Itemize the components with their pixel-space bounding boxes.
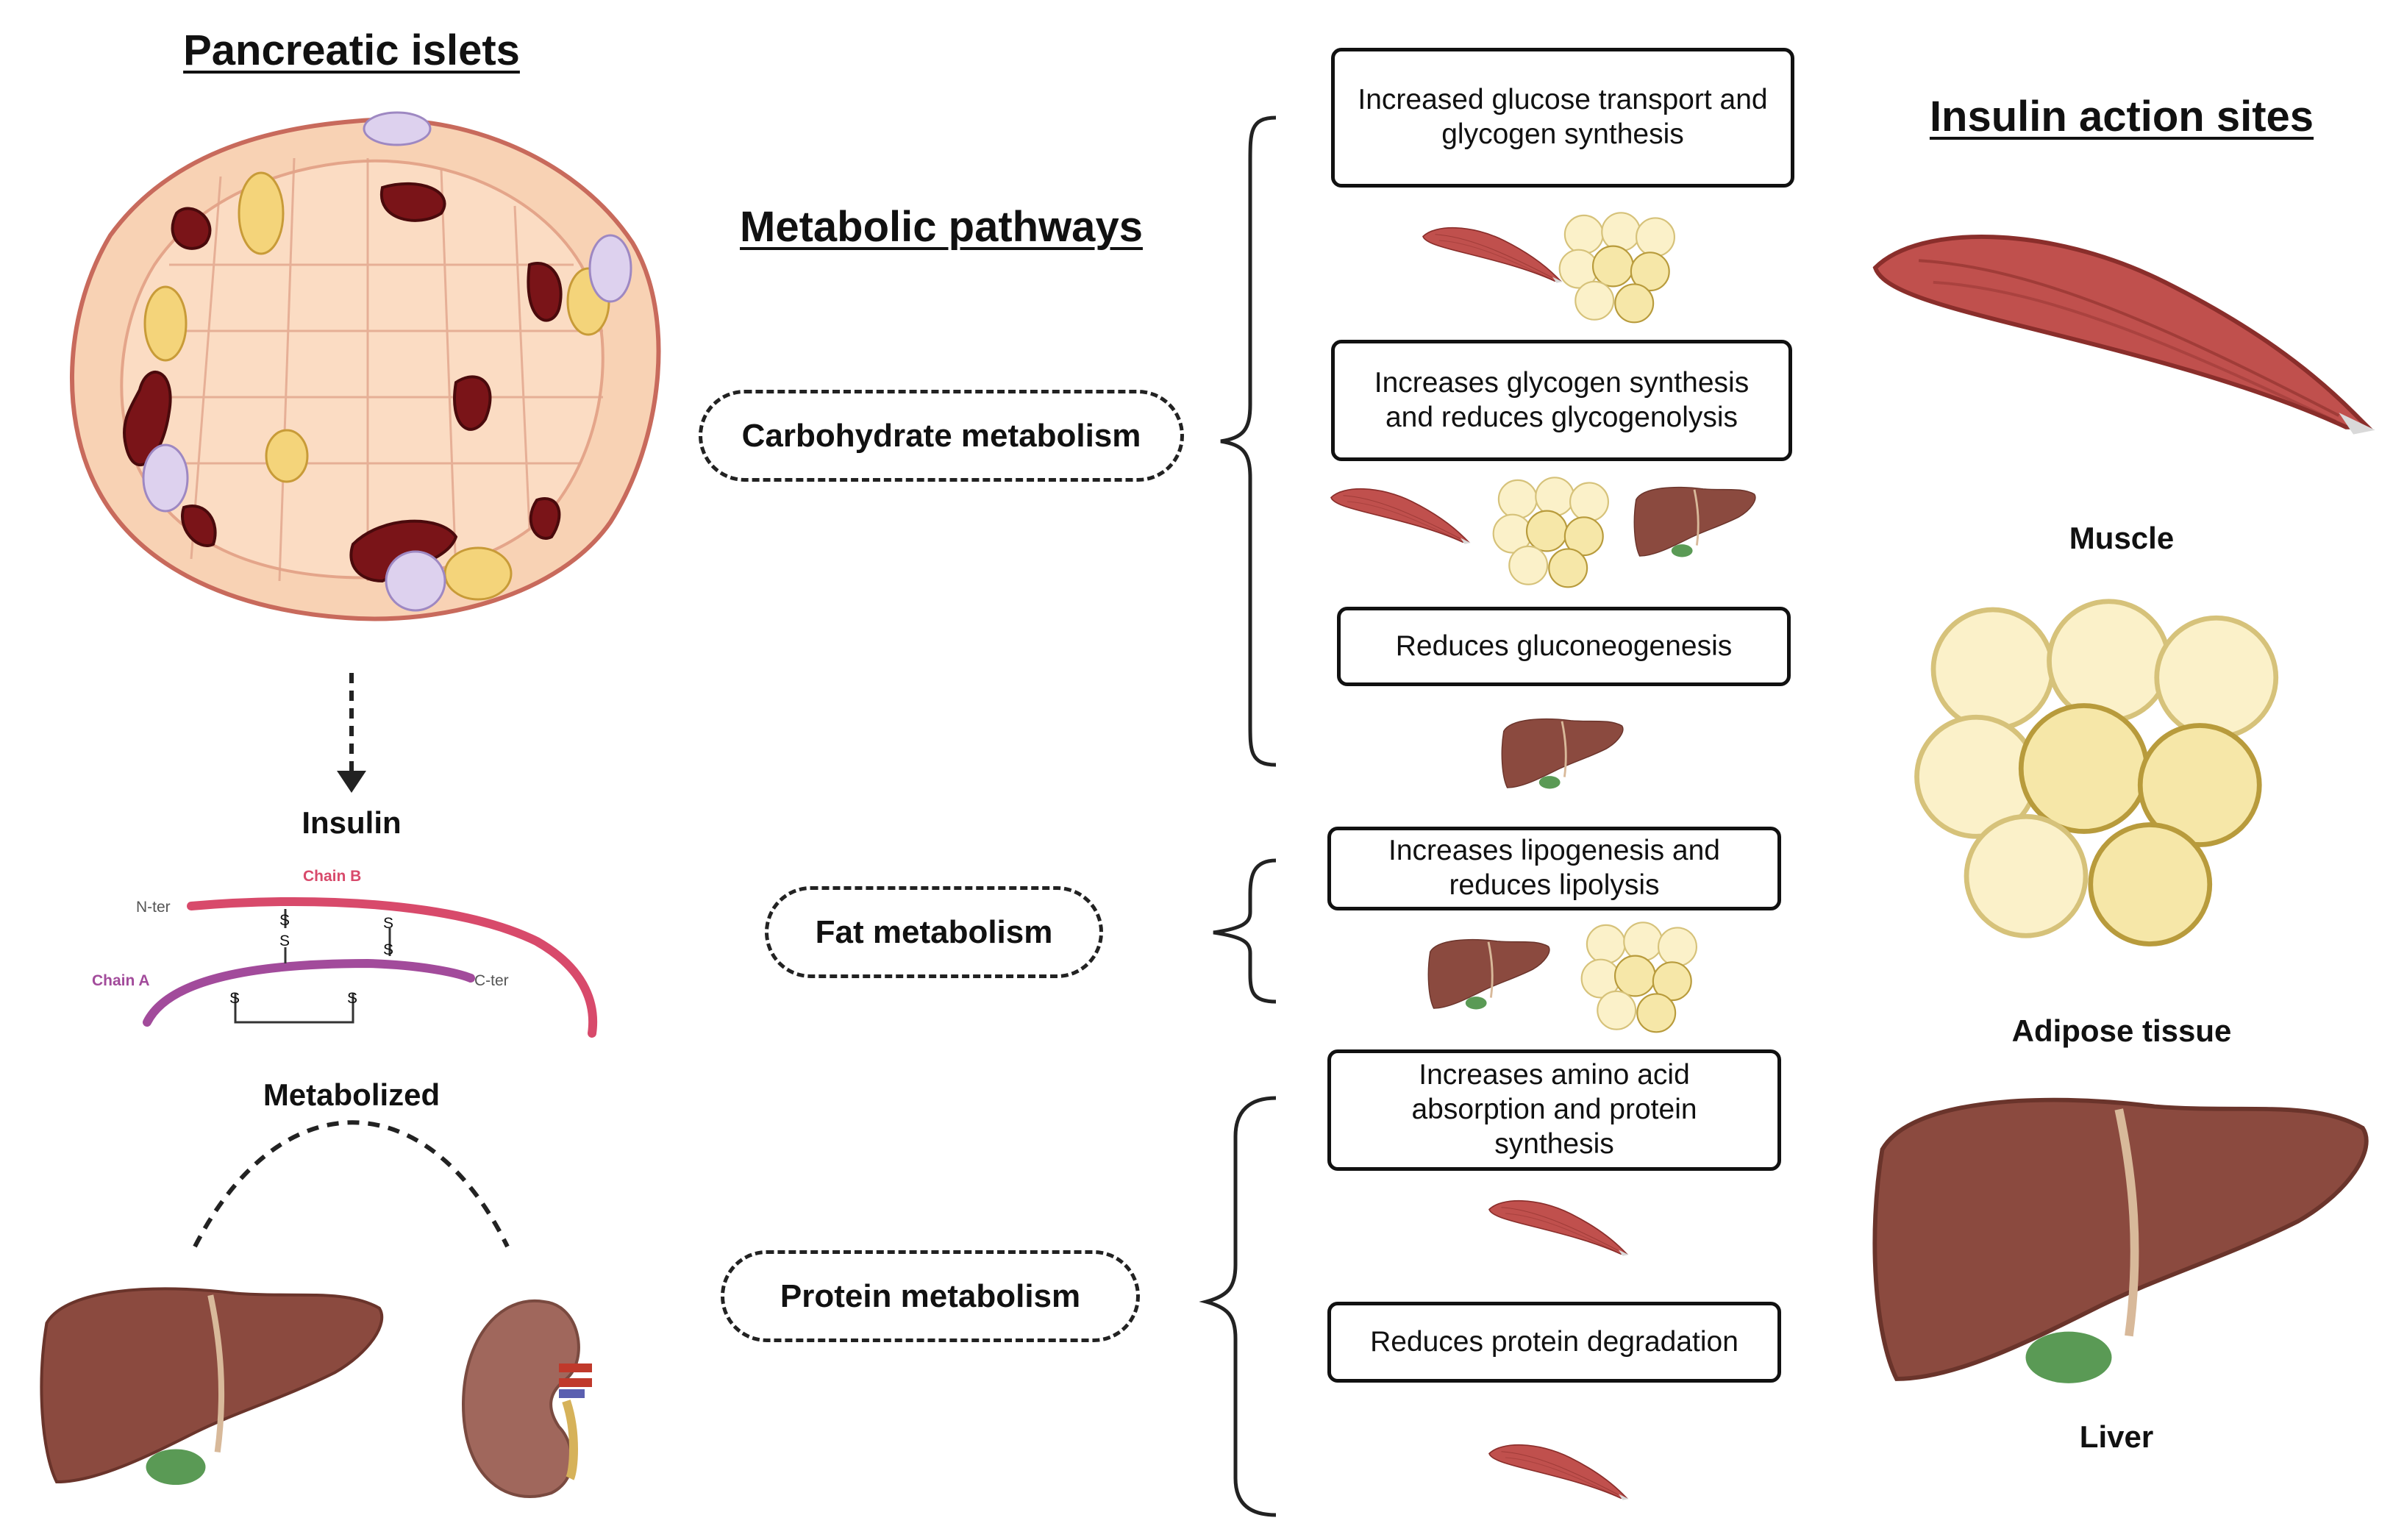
pathway-fat-metabolism: Fat metabolism: [765, 886, 1103, 978]
metabolized-label: Metabolized: [263, 1077, 441, 1112]
adipose-icon: [1580, 921, 1697, 1033]
pathway-carbohydrate-metabolism: Carbohydrate metabolism: [699, 390, 1184, 482]
c-ter-label: C-ter: [474, 972, 509, 989]
muscle-icon: [1422, 227, 1563, 284]
effect-box: Increases lipogenesis and reduces lipoly…: [1327, 827, 1781, 910]
insulin-action-sites-title: Insulin action sites: [1929, 93, 2314, 140]
site-label-muscle: Muscle: [2069, 521, 2175, 555]
effect-box: Increased glucose transport and glycogen…: [1331, 48, 1794, 188]
muscle-icon: [1488, 1444, 1630, 1501]
liver-icon: [1500, 718, 1625, 790]
pathway-protein-metabolism: Protein metabolism: [721, 1250, 1140, 1342]
kidney-illustration: [461, 1299, 592, 1498]
adipose-icon: [1492, 477, 1609, 588]
brace-fat: [1213, 858, 1277, 1004]
secretion-arrow: [337, 673, 366, 793]
metabolized-arc: [193, 1120, 510, 1248]
liver-icon: [1427, 938, 1551, 1010]
effect-box: Reduces gluconeogenesis: [1337, 607, 1791, 686]
disulfide-s-label: S: [347, 990, 358, 1007]
effect-box: Reduces protein degradation: [1327, 1302, 1781, 1383]
site-label-adipose-tissue: Adipose tissue: [2011, 1013, 2232, 1048]
site-label-liver: Liver: [2079, 1419, 2154, 1454]
n-ter-label: N-ter: [136, 899, 171, 916]
pancreatic-islet-illustration: [70, 111, 661, 621]
disulfide-s-label: S: [279, 912, 290, 929]
chain-a-label: Chain A: [92, 972, 150, 989]
muscle-illustration: [1875, 237, 2375, 435]
disulfide-s-label: S: [383, 915, 394, 932]
insulin-label: Insulin: [302, 805, 402, 840]
chain-b-label: Chain B: [303, 868, 362, 885]
disulfide-s-label: S: [279, 933, 290, 949]
effect-box: Increases amino acid absorption and prot…: [1327, 1049, 1781, 1171]
muscle-icon: [1330, 488, 1472, 545]
brace-group: [1199, 115, 1277, 1517]
muscle-icon: [1488, 1199, 1630, 1257]
brace-carbohydrate: [1220, 115, 1277, 767]
liver-illustration-left: [41, 1288, 382, 1485]
disulfide-s-label: S: [229, 990, 240, 1007]
disulfide-s-label: S: [383, 941, 394, 958]
adipose-icon: [1558, 212, 1675, 324]
adipose-tissue-illustration: [1917, 602, 2276, 944]
liver-illustration: [1875, 1100, 2366, 1383]
pancreatic-islets-title: Pancreatic islets: [183, 26, 520, 74]
insulin-molecule: [143, 896, 598, 1038]
effect-box: Increases glycogen synthesis and reduces…: [1331, 340, 1792, 461]
metabolic-pathways-title: Metabolic pathways: [740, 203, 1143, 251]
liver-icon: [1633, 486, 1757, 558]
brace-protein: [1199, 1096, 1277, 1517]
